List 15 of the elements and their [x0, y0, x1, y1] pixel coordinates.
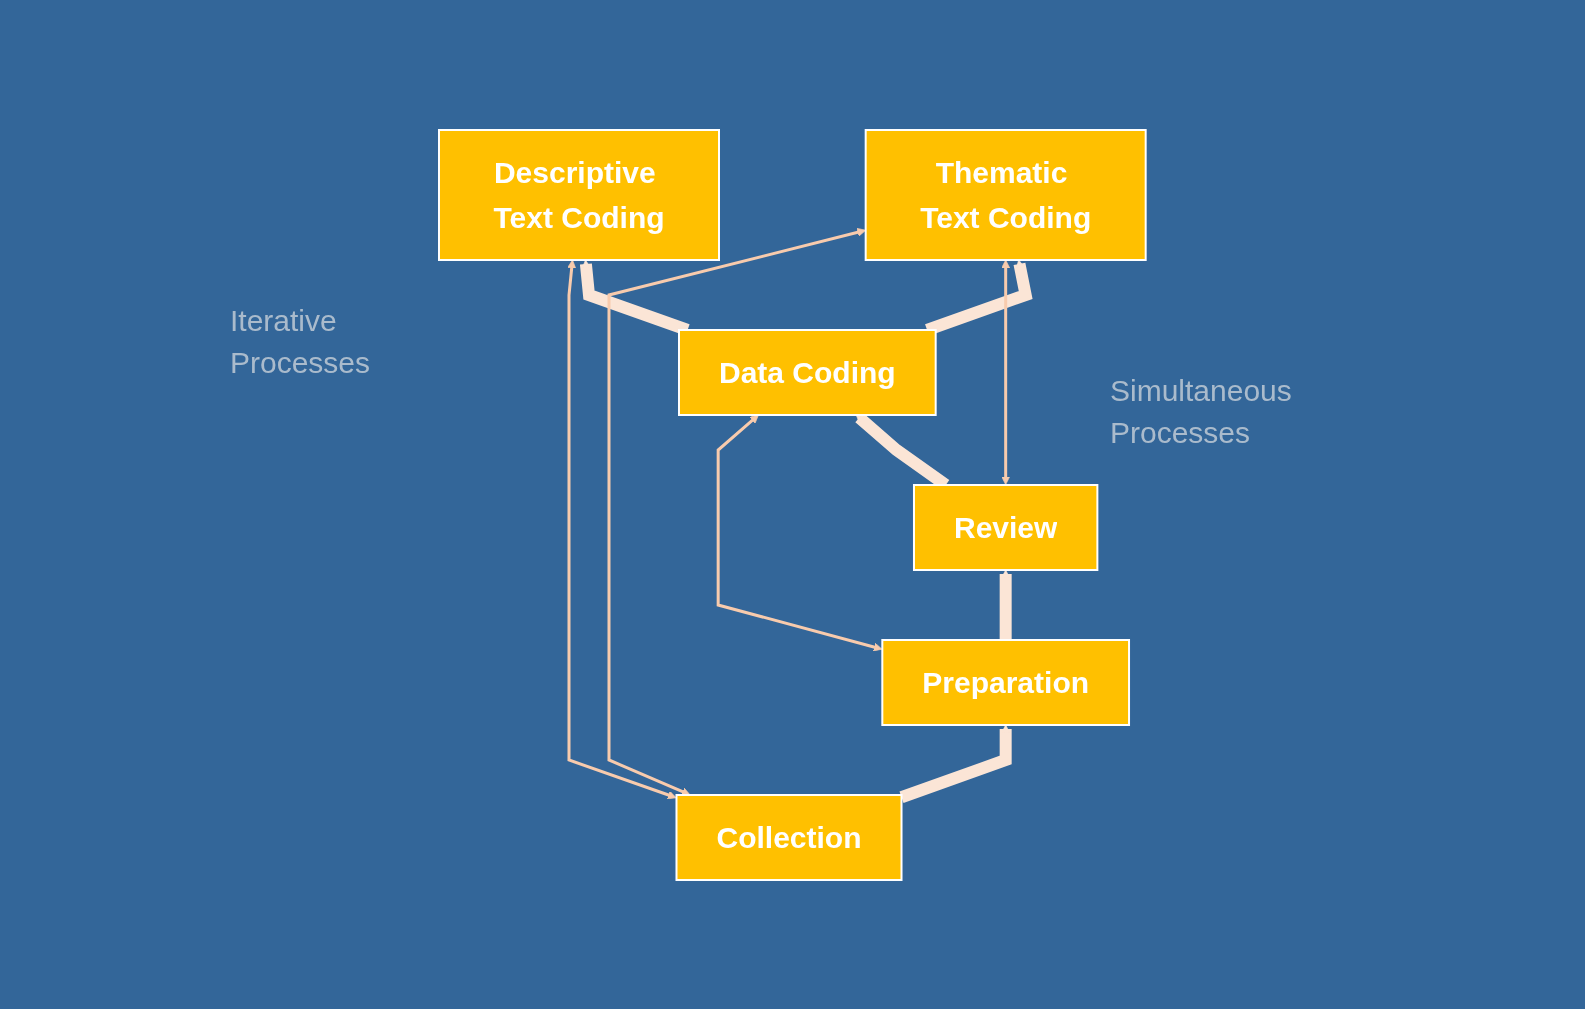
- node-box: Review: [913, 483, 1099, 571]
- node-box: Preparation: [881, 638, 1131, 726]
- arrow: [899, 724, 1012, 803]
- node-box: Descriptive Text Coding: [438, 128, 721, 261]
- annotation-text: Iterative Processes: [230, 303, 372, 381]
- arrow: [925, 259, 1033, 336]
- node-box: Thematic Text Coding: [864, 128, 1147, 261]
- arrow: [567, 259, 677, 799]
- arrow: [1001, 259, 1011, 485]
- arrow: [999, 569, 1012, 640]
- node-box: Collection: [675, 793, 903, 881]
- annotation-text: Simultaneous Processes: [1110, 373, 1293, 451]
- arrow: [716, 414, 883, 651]
- arrow: [580, 259, 690, 336]
- node-box: Data Coding: [678, 328, 937, 416]
